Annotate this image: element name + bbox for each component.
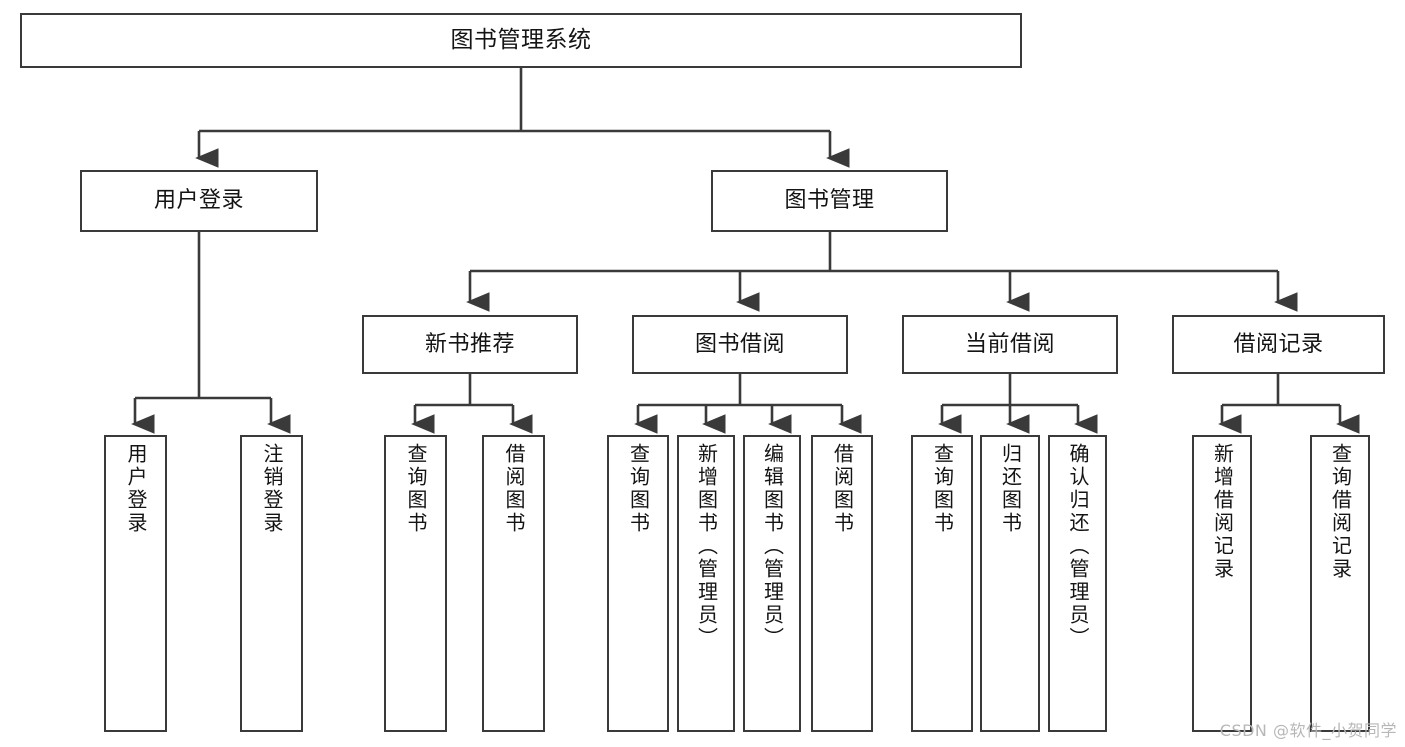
node-book-borrow-label: 图书借阅 (694, 331, 785, 357)
node-root-label: 图书管理系统 (450, 27, 592, 54)
node-leaf-confirm-return[interactable]: 确认归还（管理员） (1048, 435, 1107, 732)
node-leaf-query-book-2-label: 查询图书 (626, 443, 651, 535)
node-user-login-label: 用户登录 (153, 188, 244, 214)
node-leaf-add-book-label: 新增图书（管理员） (694, 443, 719, 650)
node-leaf-borrow-book-1-label: 借阅图书 (502, 443, 526, 535)
node-leaf-add-borrow-record-label: 新增借阅记录 (1210, 443, 1235, 581)
node-leaf-logout-label: 注销登录 (260, 443, 284, 535)
node-leaf-add-book[interactable]: 新增图书（管理员） (677, 435, 735, 732)
node-leaf-logout[interactable]: 注销登录 (240, 435, 303, 732)
node-new-book-recommend-label: 新书推荐 (424, 331, 515, 357)
node-current-borrow-label: 当前借阅 (964, 331, 1055, 357)
node-leaf-edit-book-label: 编辑图书（管理员） (760, 443, 785, 650)
node-leaf-query-borrow-record[interactable]: 查询借阅记录 (1310, 435, 1370, 732)
node-leaf-query-book-3[interactable]: 查询图书 (911, 435, 973, 732)
node-leaf-user-login-label: 用户登录 (124, 443, 148, 535)
node-leaf-query-book-2[interactable]: 查询图书 (607, 435, 669, 732)
node-book-borrow[interactable]: 图书借阅 (632, 315, 848, 374)
node-leaf-borrow-book-2-label: 借阅图书 (830, 443, 855, 535)
node-leaf-confirm-return-label: 确认归还（管理员） (1066, 443, 1090, 650)
node-root[interactable]: 图书管理系统 (20, 13, 1022, 68)
node-book-manage[interactable]: 图书管理 (711, 170, 948, 232)
node-leaf-query-borrow-record-label: 查询借阅记录 (1328, 443, 1353, 581)
node-leaf-return-book-label: 归还图书 (998, 443, 1023, 535)
node-leaf-query-book-1-label: 查询图书 (404, 443, 428, 535)
node-current-borrow[interactable]: 当前借阅 (902, 315, 1118, 374)
node-leaf-add-borrow-record[interactable]: 新增借阅记录 (1192, 435, 1252, 732)
watermark-text: CSDN @软件_小贺同学 (1219, 721, 1397, 740)
node-book-manage-label: 图书管理 (784, 188, 875, 214)
node-leaf-edit-book[interactable]: 编辑图书（管理员） (743, 435, 801, 732)
node-leaf-query-book-3-label: 查询图书 (930, 443, 955, 535)
node-leaf-borrow-book-2[interactable]: 借阅图书 (811, 435, 873, 732)
node-user-login[interactable]: 用户登录 (80, 170, 318, 232)
node-borrow-record[interactable]: 借阅记录 (1172, 315, 1385, 374)
node-borrow-record-label: 借阅记录 (1233, 331, 1324, 357)
node-leaf-query-book-1[interactable]: 查询图书 (384, 435, 447, 732)
node-leaf-return-book[interactable]: 归还图书 (980, 435, 1040, 732)
node-new-book-recommend[interactable]: 新书推荐 (362, 315, 578, 374)
node-leaf-borrow-book-1[interactable]: 借阅图书 (482, 435, 545, 732)
node-leaf-user-login[interactable]: 用户登录 (104, 435, 167, 732)
